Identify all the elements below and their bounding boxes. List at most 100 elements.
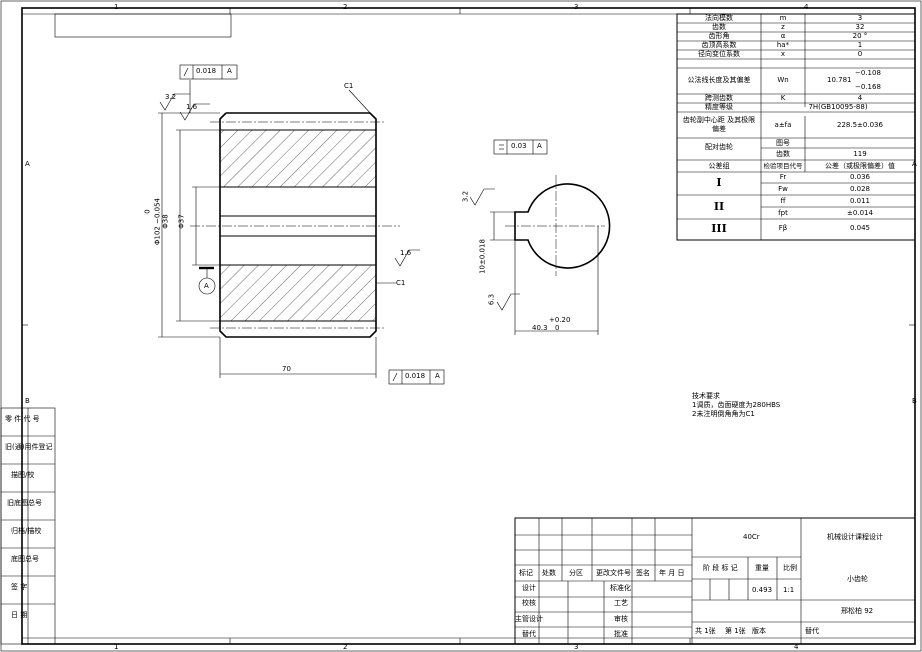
keyway-width-dim: 10±0.018 xyxy=(478,239,487,274)
roughness-5: 6.3 xyxy=(487,293,496,306)
gdt-frame-bottom xyxy=(388,369,445,385)
param-sym: z xyxy=(781,23,785,31)
chamfer-bottom-label: C1 xyxy=(396,279,406,287)
param-table-grid xyxy=(676,13,916,241)
gdt-key-datum: A xyxy=(537,142,542,150)
outer-diameter-dim: Φ102 −0.054 xyxy=(153,198,162,246)
notes-line: 1调质，齿面硬度为280HBS xyxy=(692,401,781,409)
title-block-grid xyxy=(514,517,916,645)
group-code: ff xyxy=(780,197,786,205)
role-approve: 批准 xyxy=(614,630,628,638)
group-val: ±0.014 xyxy=(847,209,873,217)
keyway-depth-tol-lower: 0 xyxy=(555,324,560,332)
zone-top-1: 1 xyxy=(114,3,119,11)
datum-a-label: A xyxy=(204,282,209,290)
gdt-frame-top xyxy=(179,64,238,80)
zone-right-a: A xyxy=(912,160,917,168)
param-val: 228.5±0.036 xyxy=(837,121,883,129)
bore-side-view xyxy=(469,175,611,335)
strip-label: 归档/描校 xyxy=(11,527,42,535)
strip-label: 旧底图总号 xyxy=(7,499,42,507)
gdt-top-tol: 0.018 xyxy=(196,67,217,75)
param-val: 0 xyxy=(857,50,863,58)
gdt-bottom-datum: A xyxy=(435,372,440,380)
param-val: 1 xyxy=(857,41,863,49)
group-code: Fr xyxy=(779,173,787,181)
bore-diameter-dim: Φ37 xyxy=(177,214,186,229)
header-mark: 标记 xyxy=(519,569,533,577)
header-date: 年 月 日 xyxy=(659,569,685,577)
sheet-number: 第 1张 xyxy=(725,627,746,635)
header-signature: 签名 xyxy=(636,569,650,577)
param-val: 32 xyxy=(855,23,865,31)
weight-label: 重量 xyxy=(755,564,769,572)
material: 40Cr xyxy=(743,533,760,541)
width-dim: 70 xyxy=(282,365,291,373)
param-name: 齿形角 xyxy=(708,32,730,40)
zone-right-b: B xyxy=(912,397,917,405)
border xyxy=(21,7,916,645)
group-code: Fw xyxy=(778,185,788,193)
outer-diameter-upper: 0 xyxy=(143,209,152,214)
strip-label: 日 期 xyxy=(11,611,28,619)
param-name: 齿数 xyxy=(712,23,726,31)
title-block: 40Cr 机械设计课程设计 小齿轮 邢松柏 92 阶 段 标 记 重量 比例 0… xyxy=(515,518,915,644)
gdt-top-datum: A xyxy=(227,67,232,75)
strip-label: 零 件 代 号 xyxy=(5,415,40,423)
group-code: Fβ xyxy=(778,224,788,232)
notes-title: 技术要求 xyxy=(692,392,720,400)
group-label: II xyxy=(713,200,725,213)
param-val: 7H(GB10095-88) xyxy=(808,103,868,111)
param-name: 齿轮副中心距 及其极限偏差 xyxy=(682,116,756,133)
keyway-depth-dim: 40.3 xyxy=(532,324,548,332)
role-standard: 标准化 xyxy=(610,584,631,592)
zone-bottom-3: 3 xyxy=(574,643,579,651)
param-name: 配对齿轮 xyxy=(705,143,733,151)
chamfer-top-label: C1 xyxy=(344,82,354,90)
param-sym: a±fa xyxy=(774,121,792,129)
datum-a-circle xyxy=(198,277,216,295)
param-sym: 齿数 xyxy=(776,150,790,158)
strip-label: 底图总号 xyxy=(11,555,39,563)
strip-label: 旧(通)用件登记 xyxy=(5,443,53,451)
param-name: 跨测齿数 xyxy=(705,94,733,102)
role-process: 工艺 xyxy=(614,599,628,607)
hub-diameter-dim: Φ38 xyxy=(161,214,170,229)
strip-label: 签 字 xyxy=(11,583,28,591)
replace-label: 替代 xyxy=(805,627,819,635)
group-val: 0.011 xyxy=(849,197,871,205)
part-name: 小齿轮 xyxy=(847,575,868,583)
group-val: 0.045 xyxy=(849,224,871,232)
param-sym: 图号 xyxy=(776,139,790,147)
notes-line: 2未注明倒角角为C1 xyxy=(692,410,755,418)
group-label: I xyxy=(716,176,722,189)
weight-value: 0.493 xyxy=(752,586,773,594)
group-header-col3: 公差（或极限偏差）值 xyxy=(825,162,895,170)
group-val: 0.028 xyxy=(849,185,871,193)
roughness-1: 3.2 xyxy=(165,93,177,101)
group-label: III xyxy=(711,222,727,235)
role-design: 设计 xyxy=(522,584,536,592)
left-strip-grid xyxy=(0,407,56,645)
param-sym: K xyxy=(780,94,786,102)
param-name: 法向模数 xyxy=(705,14,733,22)
school-label: 邢松柏 92 xyxy=(841,607,874,615)
group-val: 0.036 xyxy=(849,173,871,181)
param-sym: m xyxy=(779,14,787,22)
zone-bottom-4: 4 xyxy=(794,643,799,651)
code-box xyxy=(54,13,232,38)
zone-left-a: A xyxy=(25,160,30,168)
param-val: 4 xyxy=(857,94,863,102)
param-name: 精度等级 xyxy=(705,103,733,111)
scale-label: 比例 xyxy=(783,564,797,572)
param-sym: α xyxy=(780,32,786,40)
roughness-3: 1.6 xyxy=(400,249,412,257)
zone-bottom-1: 1 xyxy=(114,643,119,651)
group-code: fpt xyxy=(778,209,788,217)
param-name: 径向变位系数 xyxy=(698,50,740,58)
param-name: 齿顶高系数 xyxy=(701,41,737,49)
param-sym: Wn xyxy=(777,76,789,84)
param-val: 119 xyxy=(853,150,867,158)
param-val: 3 xyxy=(857,14,863,22)
